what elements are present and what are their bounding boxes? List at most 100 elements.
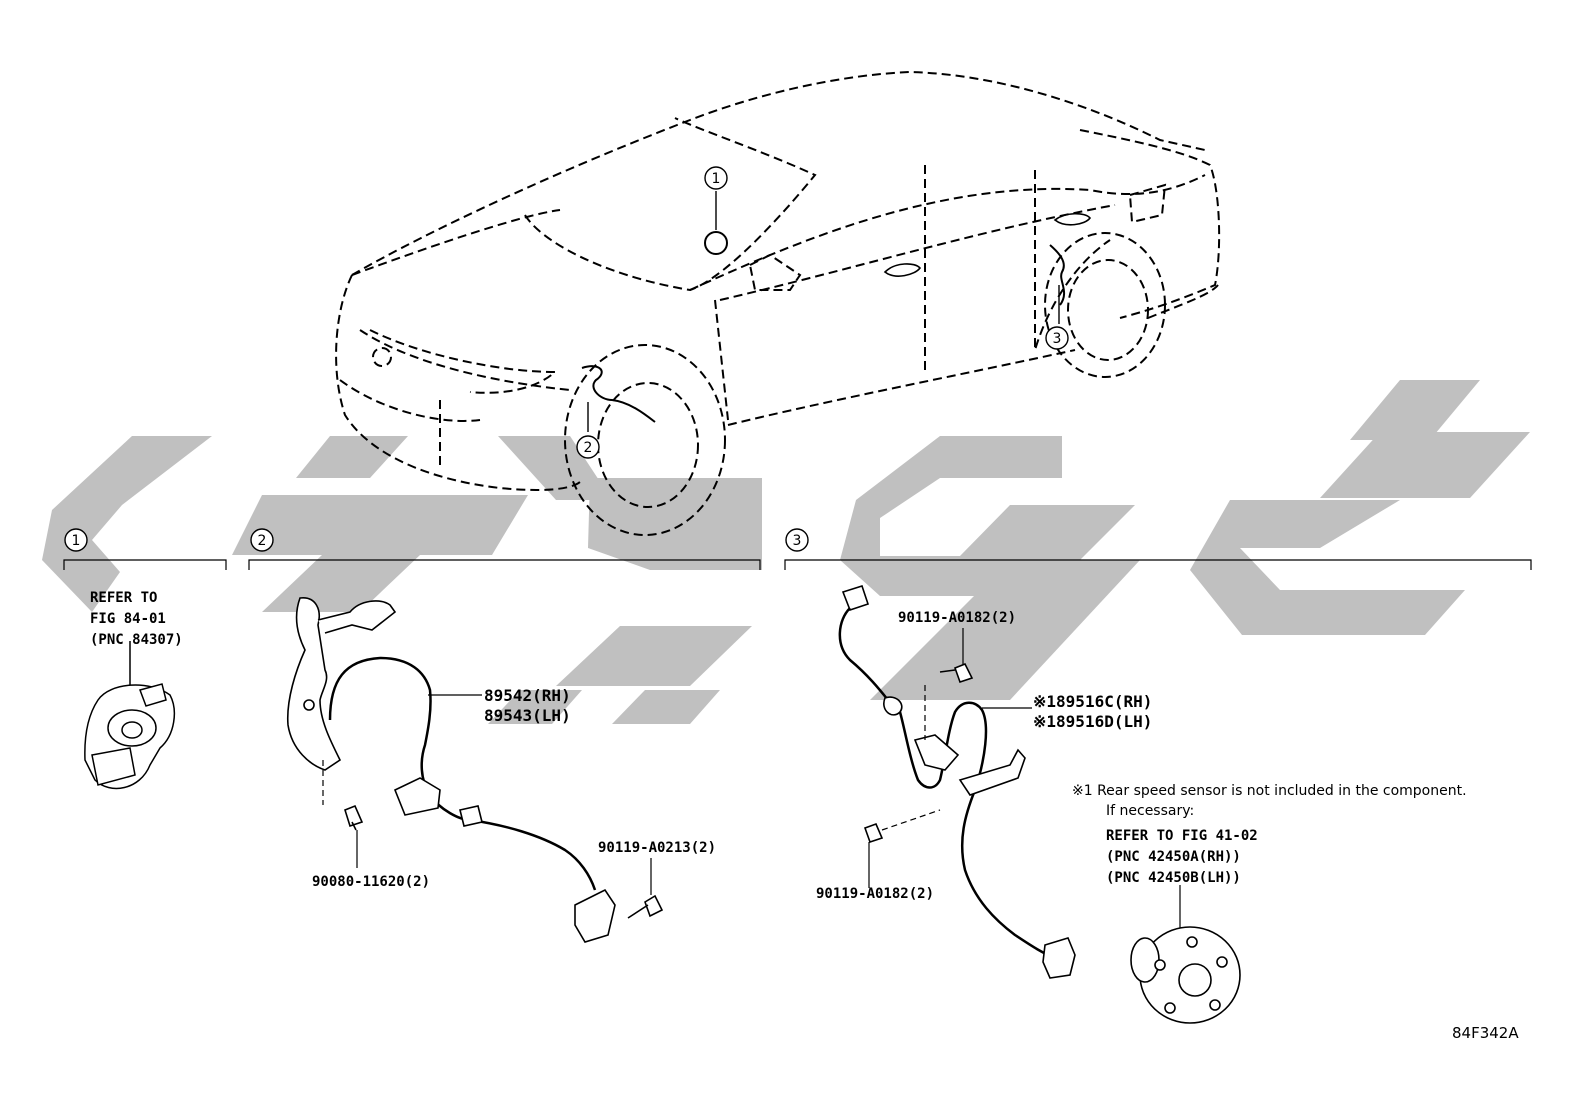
car-mirror — [748, 253, 802, 291]
hub-center — [1178, 963, 1212, 997]
bolt-90119-A0213-label: 90119-A0213(2) — [598, 840, 717, 856]
figure-code: 84F342A — [1452, 1024, 1519, 1042]
refer-line-3: (PNC 84307) — [90, 632, 183, 648]
watermark-shape-1 — [42, 436, 212, 612]
rear-sensor-lower-cable — [898, 701, 1061, 962]
car-windshield — [524, 117, 817, 292]
watermark-shape-6 — [556, 626, 752, 686]
car-headlight — [369, 329, 558, 394]
car-rear-sensor-wire — [1049, 244, 1065, 306]
part-89516c-rh: ※189516C(RH) — [1033, 692, 1153, 711]
front-sensor-mount-plate — [393, 777, 441, 816]
bolt-90119-A0182-upper-label: 90119-A0182(2) — [898, 610, 1017, 626]
hub-stud-4 — [1164, 1002, 1176, 1014]
watermark-shape-5 — [588, 478, 762, 570]
callout-section-3 — [785, 528, 809, 552]
car-roofline — [351, 70, 1206, 276]
rear-sensor-head — [1042, 937, 1076, 979]
rear-wheel — [1067, 259, 1149, 361]
rear-sensor-part-numbers: ※189516C(RH) ※189516D(LH) — [1033, 692, 1152, 732]
bracket-section-3 — [784, 559, 1532, 570]
rear-wheel-arch — [1044, 232, 1166, 378]
rear-door-handle — [1053, 212, 1092, 226]
spiral-cable-part — [84, 641, 176, 790]
note-line-1: ※1 Rear speed sensor is not included in … — [1072, 783, 1467, 799]
hub-stud-1 — [1186, 936, 1198, 948]
refer-line-2: FIG 84-01 — [90, 611, 166, 627]
callout-car-3 — [1045, 326, 1069, 350]
part-89543-lh: 89543(LH) — [484, 706, 571, 725]
section-brackets — [63, 559, 1532, 570]
car-handles — [883, 212, 1092, 277]
rear-axle-hub-part — [1130, 885, 1241, 1024]
hub-stud-3 — [1209, 999, 1221, 1011]
callout-car-1 — [704, 166, 728, 190]
front-sensor-bracket — [286, 597, 342, 771]
watermark-shape-12 — [1320, 432, 1530, 498]
callout-section-1 — [64, 528, 88, 552]
rear-sensor-top-connector — [841, 585, 870, 611]
watermark-shape-7 — [488, 690, 582, 724]
callout-section-3-number: 3 — [793, 533, 802, 549]
refer41-line-3: (PNC 42450B(LH)) — [1106, 870, 1241, 886]
watermark-shape-4 — [498, 436, 612, 500]
car-rear-door — [1034, 170, 1111, 351]
watermark-shape-11 — [1350, 380, 1480, 440]
bolt-90080-11620-label: 90080-11620(2) — [312, 874, 431, 890]
front-sensor-part-numbers: 89542(RH) 89543(LH) — [484, 686, 571, 726]
spiral-cable-connector — [91, 747, 136, 786]
front-sensor-bracket-hole — [303, 699, 315, 711]
car-rocker — [727, 349, 1076, 426]
car-emblem — [372, 347, 392, 367]
callout-car-3-number: 3 — [1053, 331, 1062, 347]
bolt-90119-A0182-upper — [939, 662, 974, 684]
car-rear-light — [1128, 183, 1167, 224]
car-trunk — [1079, 129, 1221, 319]
refer41-line-1: REFER TO FIG 41-02 — [1106, 828, 1258, 844]
callout-car-2 — [576, 435, 600, 459]
watermark-shape-3 — [232, 495, 528, 612]
spiral-cable-hub — [121, 721, 143, 739]
front-sensor-top-connector — [317, 600, 397, 634]
callout-car-1-number: 1 — [712, 171, 721, 187]
front-door-handle — [883, 263, 922, 277]
car-front-sensor-wire — [581, 365, 656, 423]
rear-sensor-note: ※1 Rear speed sensor is not included in … — [1072, 781, 1467, 821]
car-front-door — [714, 165, 926, 421]
parts-on-car — [581, 191, 1065, 432]
rear-sensor-upper-cable — [838, 607, 889, 701]
front-wheel-arch — [564, 344, 726, 536]
bracket-section-1 — [63, 559, 227, 570]
callout-section-2-number: 2 — [258, 533, 267, 549]
car-spiral-cable-mark — [704, 231, 728, 255]
rear-sensor-grommet — [883, 696, 903, 716]
watermark-shape-2 — [296, 436, 408, 478]
callout-numbers: 1 2 3 1 2 3 — [72, 171, 1062, 549]
car-rear-bumper — [1147, 284, 1219, 319]
watermark-shape-13 — [1190, 500, 1465, 635]
car-outline — [335, 70, 1221, 491]
car-front-face — [339, 329, 571, 470]
rear-sensor-dash-leader-lower — [881, 809, 941, 831]
front-sensor-clip — [459, 805, 483, 827]
callout-car-2-number: 2 — [584, 440, 593, 456]
bolt-90119-A0182-lower — [863, 822, 884, 844]
watermark-shape-9 — [840, 436, 1135, 596]
refer-fig-84-01-label: REFER TO FIG 84-01 (PNC 84307) — [90, 588, 183, 651]
callout-circles — [64, 166, 1069, 552]
bolt-90119-A0213 — [627, 894, 664, 919]
part-89516d-lh: ※189516D(LH) — [1033, 712, 1153, 731]
rear-sensor-bracket-2 — [913, 734, 960, 771]
hub-stud-2 — [1216, 956, 1228, 968]
refer-line-1: REFER TO — [90, 590, 158, 606]
part-89542-rh: 89542(RH) — [484, 686, 571, 705]
refer41-line-2: (PNC 42450A(RH)) — [1106, 849, 1241, 865]
rear-speed-sensor-part — [838, 585, 1076, 979]
watermark-shape-8 — [612, 690, 720, 724]
spiral-cable-tab — [139, 683, 167, 707]
front-speed-sensor-part — [286, 597, 664, 943]
callout-section-2 — [250, 528, 274, 552]
watermark-logo — [42, 380, 1530, 724]
